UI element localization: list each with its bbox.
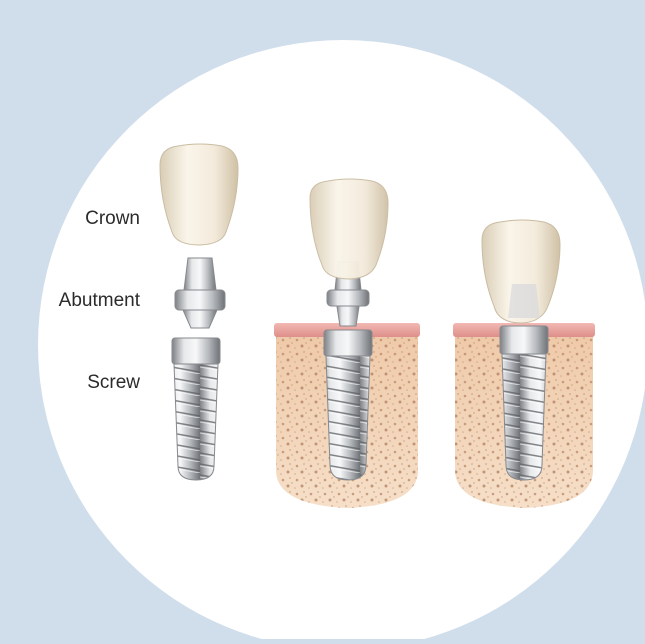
crown-part-2 <box>310 179 388 279</box>
crown-part-1 <box>160 144 238 245</box>
screw-label: Screw <box>10 372 140 394</box>
abutment-label: Abutment <box>10 290 140 312</box>
screw-part-1 <box>172 338 220 480</box>
crown-label: Crown <box>10 208 140 230</box>
